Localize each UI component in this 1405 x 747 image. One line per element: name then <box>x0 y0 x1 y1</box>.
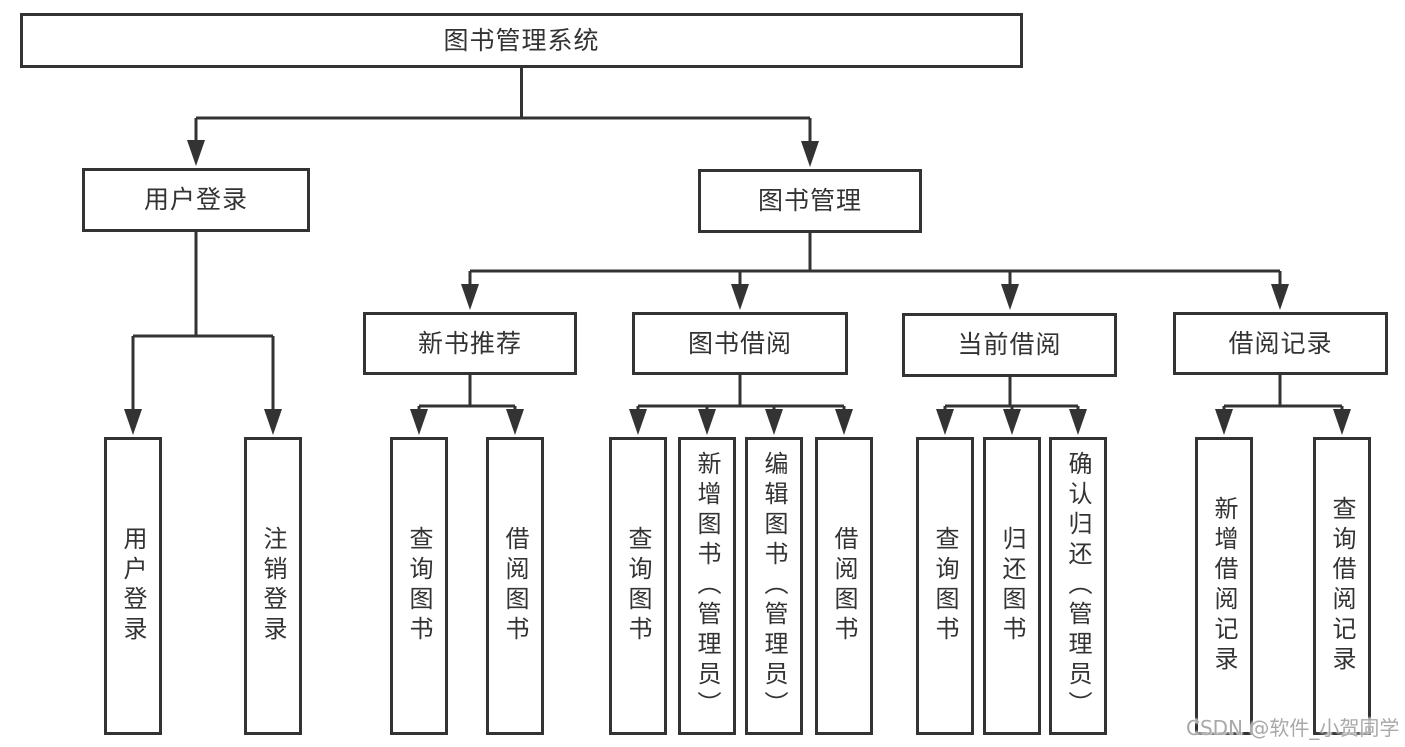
node-label: 新书推荐 <box>417 328 522 358</box>
arrow-down-icon <box>731 284 749 310</box>
leaf-confirm-return-admin: 确认归还（管理员） <box>1049 437 1107 735</box>
leaf-query-borrow-record: 查询借阅记录 <box>1313 437 1371 735</box>
leaf-logout: 注销登录 <box>244 437 302 735</box>
leaf-label: 用户登录 <box>119 526 147 646</box>
leaf-borrow-books: 借阅图书 <box>815 437 873 735</box>
leaf-label: 归还图书 <box>998 526 1026 646</box>
arrow-down-icon <box>1003 409 1021 435</box>
leaf-label: 注销登录 <box>259 526 287 646</box>
node-label: 借阅记录 <box>1228 328 1333 358</box>
node-book-borrowing: 图书借阅 <box>632 312 848 375</box>
arrow-down-icon <box>765 409 783 435</box>
node-book-management: 图书管理 <box>698 169 922 233</box>
leaf-return-books: 归还图书 <box>983 437 1041 735</box>
arrow-down-icon <box>1001 284 1019 310</box>
arrow-down-icon <box>1069 409 1087 435</box>
leaf-label: 借阅图书 <box>501 526 529 646</box>
leaf-label: 新增图书（管理员） <box>693 451 721 721</box>
node-new-book-recommend: 新书推荐 <box>363 312 577 375</box>
leaf-borrow-books-recommend: 借阅图书 <box>486 437 544 735</box>
arrow-down-icon <box>936 409 954 435</box>
connector-book-borrowing-to-leaves <box>629 375 853 435</box>
arrow-down-icon <box>1271 284 1289 310</box>
arrow-down-icon <box>801 141 819 167</box>
connector-user-login-to-leaves <box>124 232 282 435</box>
node-borrow-records: 借阅记录 <box>1173 312 1388 375</box>
arrow-down-icon <box>410 409 428 435</box>
node-label: 图书借阅 <box>687 328 792 358</box>
leaf-label: 查询图书 <box>624 526 652 646</box>
leaf-query-books-current: 查询图书 <box>916 437 974 735</box>
leaf-label: 查询图书 <box>931 526 959 646</box>
connector-root-to-level2 <box>187 68 819 167</box>
leaf-label: 编辑图书（管理员） <box>760 451 788 721</box>
leaf-label: 新增借阅记录 <box>1210 496 1238 676</box>
arrow-down-icon <box>506 409 524 435</box>
leaf-query-books-recommend: 查询图书 <box>390 437 448 735</box>
arrow-down-icon <box>187 140 205 166</box>
arrow-down-icon <box>264 409 282 435</box>
arrow-down-icon <box>629 409 647 435</box>
connector-book-management-to-level3 <box>461 233 1289 310</box>
arrow-down-icon <box>461 284 479 310</box>
arrow-down-icon <box>698 409 716 435</box>
connector-borrow-records-to-leaves <box>1215 375 1351 435</box>
leaf-add-borrow-record: 新增借阅记录 <box>1195 437 1253 735</box>
leaf-edit-books-admin: 编辑图书（管理员） <box>745 437 803 735</box>
arrow-down-icon <box>124 409 142 435</box>
arrow-down-icon <box>1215 409 1233 435</box>
connector-new-book-recommend-to-leaves <box>410 375 524 435</box>
csdn-watermark: CSDN @软件_小贺同学 <box>1186 716 1400 740</box>
arrow-down-icon <box>835 409 853 435</box>
leaf-add-books-admin: 新增图书（管理员） <box>678 437 736 735</box>
node-label: 图书管理 <box>757 186 862 215</box>
node-label: 图书管理系统 <box>443 25 600 55</box>
arrow-down-icon <box>1333 409 1351 435</box>
node-current-borrowing: 当前借阅 <box>902 313 1117 377</box>
leaf-label: 借阅图书 <box>830 526 858 646</box>
node-library-management-system: 图书管理系统 <box>20 13 1023 68</box>
leaf-label: 查询借阅记录 <box>1328 496 1356 676</box>
node-user-login: 用户登录 <box>82 168 310 232</box>
node-label: 用户登录 <box>143 185 248 214</box>
leaf-query-books-borrowing: 查询图书 <box>609 437 667 735</box>
node-label: 当前借阅 <box>957 330 1062 359</box>
connector-current-borrowing-to-leaves <box>936 377 1087 435</box>
leaf-user-login: 用户登录 <box>104 437 162 735</box>
leaf-label: 查询图书 <box>405 526 433 646</box>
leaf-label: 确认归还（管理员） <box>1064 451 1092 721</box>
